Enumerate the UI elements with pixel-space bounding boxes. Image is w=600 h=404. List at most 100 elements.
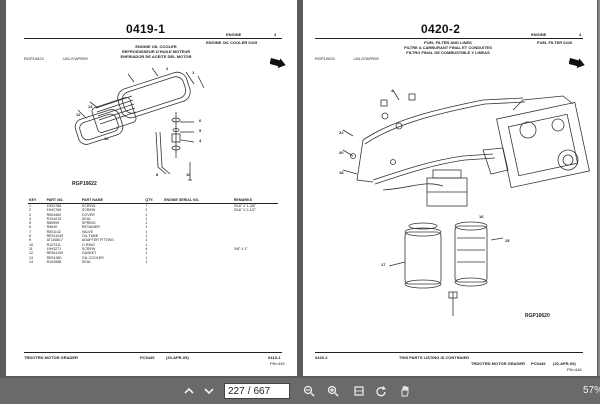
column-header: QTY. [144, 198, 164, 204]
table-cell: 19H2789 [46, 208, 62, 213]
footer-model: TRDOTRD MOTOR GRADER [24, 355, 78, 360]
table-cell: 2 [29, 208, 31, 213]
footer-divider [315, 352, 583, 353]
footer-sub: PN=445 [270, 361, 285, 366]
footer-code: PC9449 [140, 355, 155, 360]
page-up-icon[interactable] [180, 382, 198, 400]
heading-en: FUEL FILTER AND LINES [424, 40, 472, 45]
callout-label: 5 [199, 128, 202, 133]
table-cell: COVER [81, 212, 95, 217]
footer-date: (20-APR-09) [166, 355, 189, 360]
divider [315, 38, 583, 39]
page-number-field[interactable]: 227 / 667 [224, 383, 290, 399]
zoom-in-icon[interactable] [324, 382, 342, 400]
callout-label: 20 [339, 150, 344, 155]
section-name: ENGINE OIL COOLER 0419 [206, 40, 258, 45]
table-cell: 1 [145, 251, 148, 256]
table-cell [163, 260, 233, 264]
callout-label: 6 [199, 118, 202, 123]
footer-model: TRDOTRD MOTOR GRADER [471, 361, 525, 366]
table-cell: R501142 [46, 229, 61, 234]
oil-cooler-diagram [74, 67, 205, 181]
callout-label: 12 [76, 112, 81, 117]
table-row: 7 R501142 VALVE 1 [28, 230, 278, 234]
page-down-icon[interactable] [200, 382, 218, 400]
table-cell: SEAL [81, 216, 92, 221]
figure-label: RGP10620 [525, 313, 550, 319]
rotate-icon[interactable] [372, 382, 390, 400]
table-cell: 3 [29, 212, 31, 217]
page-title: 0419-1 [126, 22, 166, 36]
table-cell: 1 [29, 204, 31, 208]
table-cell: 4 [145, 246, 148, 251]
table-cell: 2 [145, 208, 148, 213]
column-header: PART NAME [80, 198, 145, 204]
hand-icon[interactable] [396, 382, 414, 400]
callout-label: 1 [192, 70, 195, 75]
figure-date: -UN-07APR09 [353, 56, 379, 61]
table-cell [233, 260, 278, 264]
footer-sub: PN=446 [567, 367, 582, 372]
table-cell: 1 [145, 259, 148, 264]
table-cell: OIL TUBE [81, 234, 99, 239]
table-cell: AT165617 [46, 238, 63, 243]
page-separator: / [247, 385, 251, 397]
callout-label: 22 [339, 130, 344, 135]
table-cell: 10 [29, 242, 33, 247]
section-label: ENGINE [226, 32, 242, 37]
footer-page: 0420-2 [315, 355, 328, 360]
callout-label: 16 [479, 214, 484, 219]
table-cell: 1 [145, 238, 148, 243]
table-cell: 3/8" X 1" [233, 246, 248, 251]
table-cell: 1 [145, 229, 148, 234]
fit-icon[interactable] [350, 382, 368, 400]
heading-es: FILTRO FINAL DE COMBUSTIBLE Y LINEAS [406, 50, 490, 55]
heading-es: ENFRIADOR DE ACEITE DEL MOTOR [120, 54, 192, 59]
callout-label: 14 [104, 136, 109, 141]
document-page-left: 0419-1 ENGINE 4 ENGINE OIL COOLER 0419 E… [6, 0, 297, 376]
table-cell: 1 [145, 242, 148, 247]
table-cell: 8 [29, 234, 31, 239]
table-cell: 7 [29, 229, 31, 234]
figure-ref: RGP10620 [315, 56, 335, 61]
column-header: ENGINE SERIAL NO. [163, 198, 233, 204]
table-cell: 13 [29, 255, 33, 260]
table-cell: SCREW [81, 246, 96, 251]
fuel-filter-diagram [342, 89, 590, 316]
section-label: ENGINE [531, 32, 547, 37]
table-cell: ADAPTER FITTING [81, 238, 114, 243]
divider [24, 38, 282, 39]
total-pages: 667 [253, 385, 271, 397]
table-cell: 9 [29, 238, 31, 243]
table-cell: R85999 [46, 221, 60, 226]
column-header: KEY [28, 198, 46, 204]
table-cell: 6 [29, 225, 31, 230]
table-cell: 1 [145, 225, 148, 230]
callout-label: 4 [391, 88, 394, 93]
section-name: FUEL FILTER 0420 [537, 40, 573, 45]
section-code: 4 [274, 32, 277, 37]
table-cell: VALVE [81, 229, 93, 234]
table-cell: 12 [29, 251, 33, 256]
table-cell: SCREW [81, 208, 96, 213]
column-header: PART NO. [45, 198, 81, 204]
table-cell: RETAINER [81, 225, 100, 230]
zoom-level[interactable]: 57% [583, 385, 600, 396]
zoom-out-icon[interactable] [300, 382, 318, 400]
table-cell: SCREW [81, 204, 96, 208]
next-arrow-icon [569, 58, 585, 68]
table-cell: 3/16" X 2-1/2" [233, 208, 256, 213]
table-cell: 19H3271 [46, 246, 62, 251]
table-cell: O-RING [81, 242, 95, 247]
document-page-right: 0420-2 ENGINE 4 FUEL FILTER 0420 FUEL FI… [303, 0, 597, 376]
table-cell: SPRING [81, 221, 96, 226]
vertical-scrollbar[interactable] [598, 0, 600, 376]
footer-page: 0419-1 [268, 355, 281, 360]
table-cell: RE541109 [46, 251, 64, 256]
